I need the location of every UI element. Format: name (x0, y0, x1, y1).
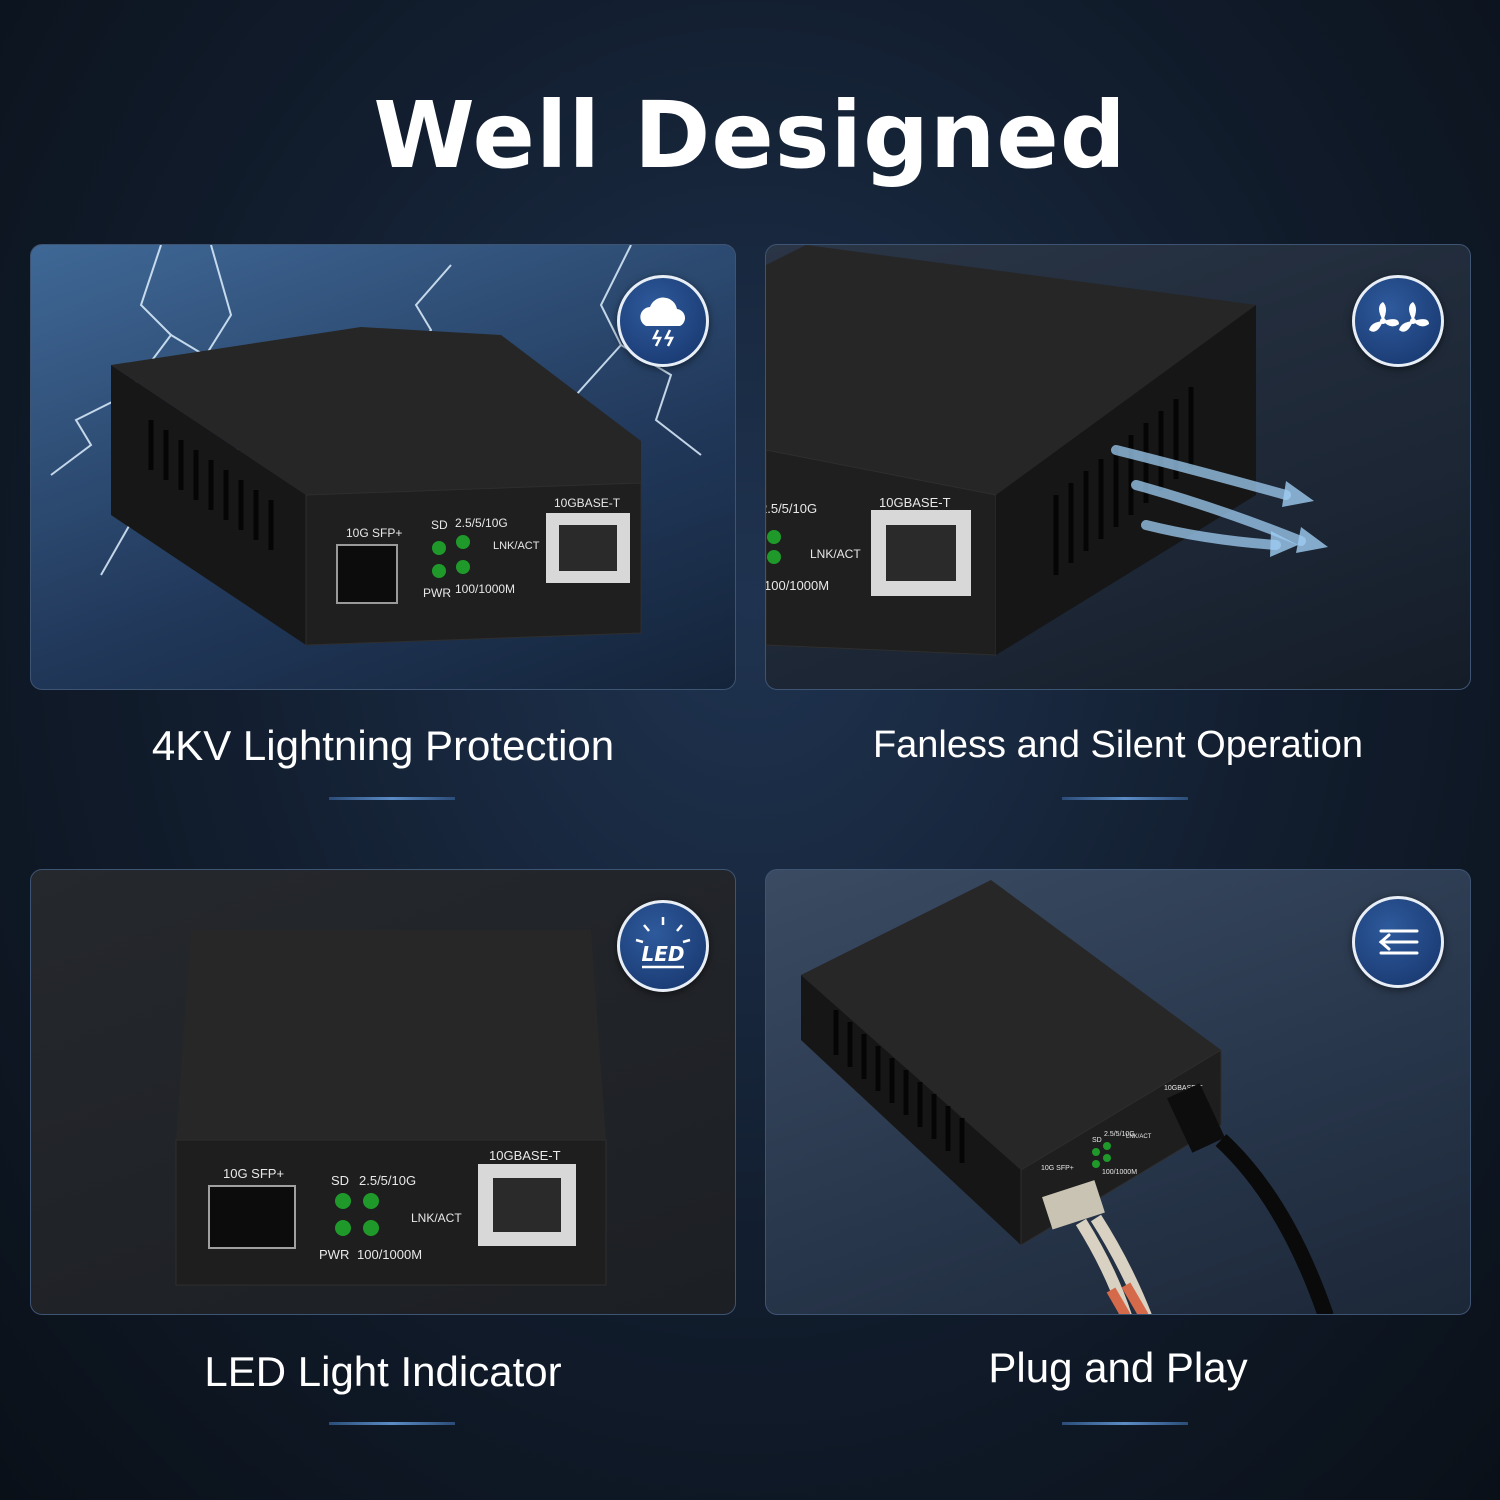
sfp-port (336, 544, 398, 604)
label-pwr: PWR (423, 586, 451, 600)
status-leds (432, 535, 470, 578)
caption-underline (1062, 1422, 1188, 1425)
status-leds (335, 1193, 379, 1236)
label-speed-low: 100/1000M (357, 1247, 422, 1262)
device-scene-lightning: 10G SFP+ SD 2.5/5/10G LNK/ACT PWR 100/10… (50, 245, 702, 646)
label-rj45: 10GBASE-T (1164, 1085, 1203, 1092)
label-sd: SD (1092, 1137, 1102, 1144)
device-scene-plug: 10G SFP+ SD 2.5/5/10G LNK/ACT 100/1000M … (801, 880, 1334, 1314)
status-leds (1092, 1142, 1111, 1168)
airflow-arrows (1111, 445, 1306, 550)
vent-slots (148, 420, 274, 550)
page-title: Well Designed (373, 82, 1127, 189)
label-sfp: 10G SFP+ (346, 526, 402, 540)
feature-panel-led: 10G SFP+ SD 2.5/5/10G LNK/ACT PWR 100/10… (30, 869, 736, 1315)
storm-cloud-icon (617, 275, 709, 367)
caption-underline (329, 1422, 455, 1425)
vent-slots (1053, 387, 1194, 575)
label-lnk-act: LNK/ACT (493, 540, 540, 552)
caption-underline (1062, 797, 1188, 800)
ethernet-cable (1215, 1134, 1334, 1314)
feature-caption-plug-and-play: Plug and Play (988, 1344, 1248, 1391)
label-rj45: 10GBASE-T (554, 496, 621, 510)
led-icon: LED (617, 900, 709, 992)
device-scene-fanless: 2.5/5/10G LNK/ACT 100/1000M 10GBASE-T (766, 245, 1328, 656)
label-pwr: PWR (319, 1247, 349, 1262)
label-speed-low: 100/1000M (1102, 1169, 1137, 1176)
label-lnk-act: LNK/ACT (411, 1211, 462, 1225)
label-speed-high: 2.5/5/10G (766, 501, 817, 516)
label-speed-low: 100/1000M (766, 578, 829, 593)
label-speed-high: 2.5/5/10G (359, 1173, 416, 1188)
feature-caption-fanless: Fanless and Silent Operation (872, 724, 1364, 766)
label-speed-low: 100/1000M (455, 582, 515, 596)
label-sfp: 10G SFP+ (1041, 1165, 1074, 1172)
fiber-connector (1042, 1180, 1105, 1230)
device-scene-led: 10G SFP+ SD 2.5/5/10G LNK/ACT PWR 100/10… (175, 930, 607, 1286)
status-leds (767, 530, 781, 564)
led-badge-text: LED (641, 942, 684, 966)
ethernet-plug (1167, 1083, 1225, 1153)
label-speed-high: 2.5/5/10G (1104, 1131, 1135, 1138)
label-sfp: 10G SFP+ (223, 1166, 284, 1181)
label-sd: SD (431, 518, 448, 532)
sfp-port (208, 1185, 296, 1249)
caption-underline (329, 797, 455, 800)
feature-panel-fanless: 2.5/5/10G LNK/ACT 100/1000M 10GBASE-T (765, 244, 1471, 690)
feature-caption-led: LED Light Indicator (204, 1348, 562, 1395)
label-rj45: 10GBASE-T (489, 1148, 561, 1163)
vent-slots (833, 1010, 965, 1163)
feature-caption-lightning: 4KV Lightning Protection (151, 722, 615, 769)
feature-panel-lightning: 10G SFP+ SD 2.5/5/10G LNK/ACT PWR 100/10… (30, 244, 736, 690)
label-lnk-act: LNK/ACT (810, 547, 861, 561)
feature-panel-plug-and-play: 10G SFP+ SD 2.5/5/10G LNK/ACT 100/1000M … (765, 869, 1471, 1315)
label-rj45: 10GBASE-T (879, 495, 951, 510)
plug-arrows-icon (1352, 896, 1444, 988)
fan-icon (1352, 275, 1444, 367)
label-speed-high: 2.5/5/10G (455, 516, 508, 530)
label-sd: SD (331, 1173, 349, 1188)
label-lnk-act: LNK/ACT (1126, 1134, 1152, 1140)
